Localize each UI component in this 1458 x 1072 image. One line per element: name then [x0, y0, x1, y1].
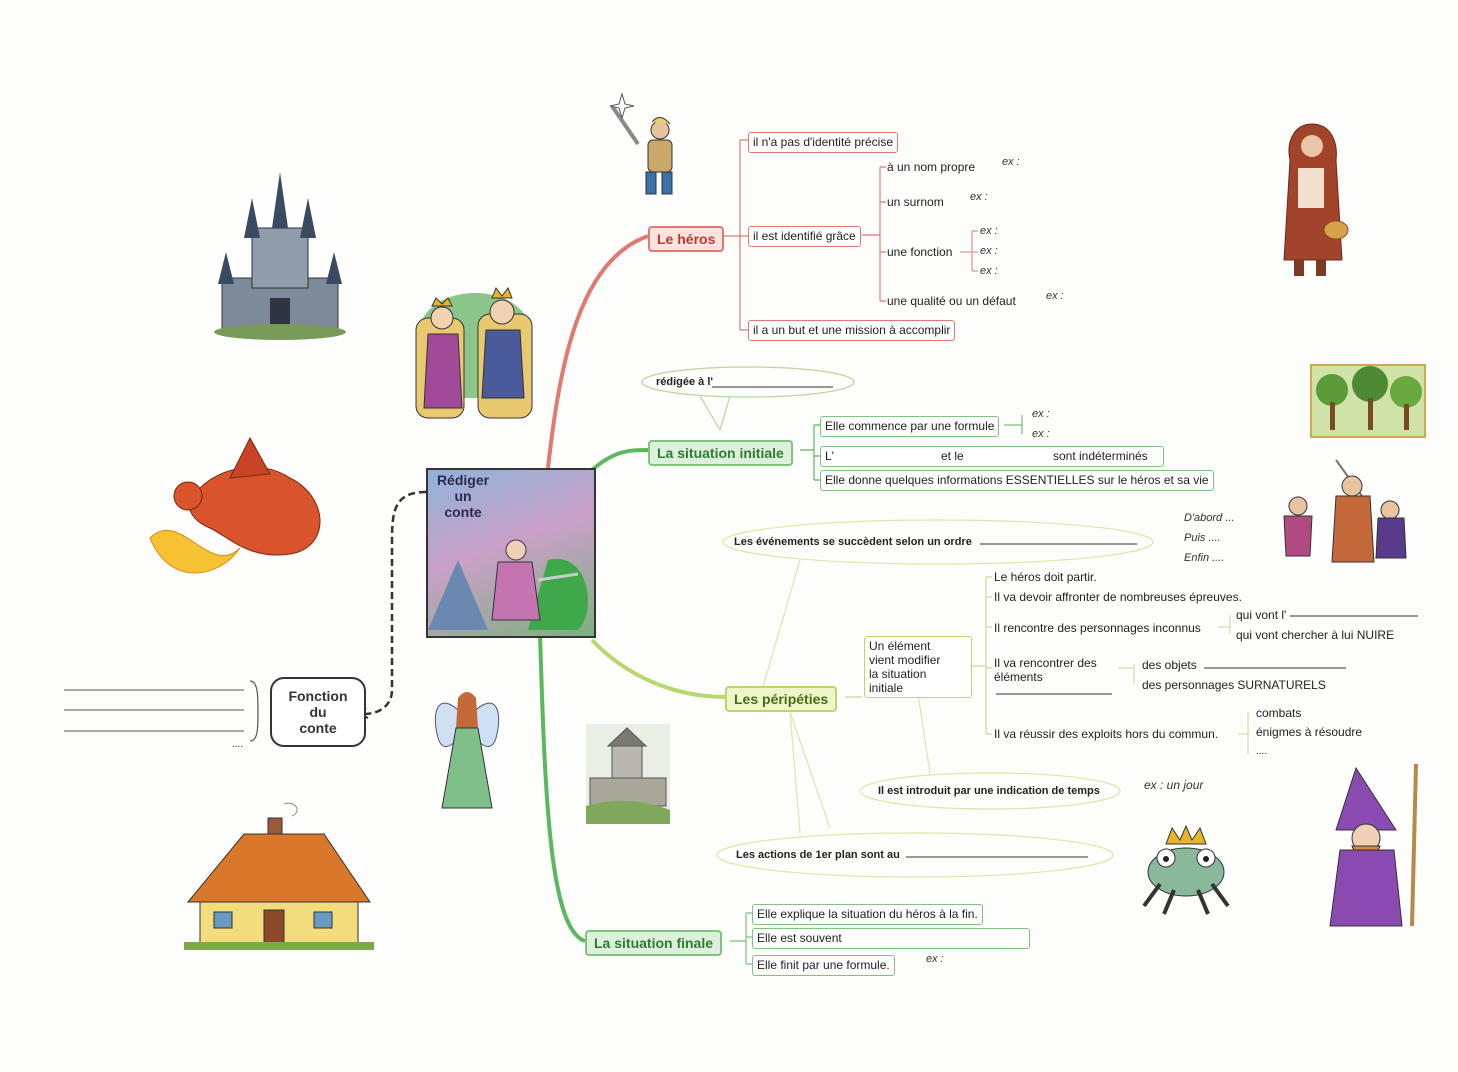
ex-finale: ex :: [926, 953, 944, 965]
fonction-line-2: du: [309, 704, 327, 720]
wizard-image: [1329, 763, 1418, 927]
heros-identifie[interactable]: il est identifié grâce: [748, 226, 861, 247]
ordre-dabord: D'abord ...: [1184, 512, 1235, 524]
initiale-informations[interactable]: Elle donne quelques informations ESSENTI…: [820, 470, 1214, 491]
elements-personnages: des personnages SURNATURELS: [1142, 678, 1326, 692]
castle-image: [214, 172, 346, 340]
element-line-1: Un élément: [869, 639, 931, 653]
heros-fonction: une fonction: [887, 245, 953, 259]
ordre-enfin: Enfin ....: [1184, 552, 1225, 564]
peripetie-exploits: Il va réussir des exploits hors du commu…: [994, 727, 1219, 741]
elements-objets: des objets: [1142, 658, 1197, 672]
peripetie-elements-1: Il va rencontrer des: [994, 656, 1097, 670]
element-line-3: la situation: [869, 667, 927, 681]
cottage-image: [184, 802, 374, 950]
fonction-du-conte-box[interactable]: Fonction du conte: [270, 677, 366, 747]
heros-nom-propre: à un nom propre: [887, 160, 976, 174]
ex-fonction-2: ex :: [980, 245, 998, 257]
ex-surnom: ex :: [970, 191, 988, 203]
peripetie-epreuves: Il va devoir affronter de nombreuses épr…: [994, 590, 1242, 604]
branch-heros[interactable]: Le héros: [648, 226, 725, 252]
fairy-image: [434, 692, 500, 809]
ex-nom-propre: ex :: [1002, 156, 1020, 168]
heros-identite[interactable]: il n'a pas d'identité précise: [748, 132, 898, 153]
peripetie-inconnus: Il rencontre des personnages inconnus: [994, 621, 1201, 635]
branch-situation-finale[interactable]: La situation finale: [585, 930, 723, 956]
inconnus-nuire: qui vont chercher à lui NUIRE: [1236, 628, 1395, 642]
initiale-bubble: rédigée à l': [656, 376, 714, 388]
heros-qualite: une qualité ou un défaut: [887, 294, 1016, 308]
prince-dragon-image: [428, 539, 588, 630]
finale-explique[interactable]: Elle explique la situation du héros à la…: [752, 904, 983, 925]
king-queen-image: [415, 286, 533, 419]
ex-formule-1: ex :: [1032, 408, 1050, 420]
wizard-duel-image: [1283, 459, 1407, 563]
element-modificateur[interactable]: Un élément vient modifier la situation i…: [864, 636, 972, 698]
fonction-line-1: Fonction: [288, 688, 348, 704]
peripeties-actions: Les actions de 1er plan sont au: [736, 849, 900, 861]
fonction-line-3: conte: [299, 720, 337, 736]
finale-formule[interactable]: Elle finit par une formule.: [752, 955, 895, 976]
indetermines-part-c: sont indéterminés: [1053, 449, 1148, 463]
element-line-4: initiale: [869, 681, 904, 695]
frog-prince-image: [1142, 824, 1230, 915]
ex-formule-2: ex :: [1032, 428, 1050, 440]
forest-image: [1310, 364, 1426, 438]
fonction-dots: ....: [232, 739, 244, 750]
peripeties-ordre: Les événements se succèdent selon un ord…: [734, 536, 972, 548]
ex-fonction-3: ex :: [980, 265, 998, 277]
dragon-image: [149, 436, 321, 574]
heros-surnom: un surnom: [887, 195, 944, 209]
peripeties-temps: Il est introduit par une indication de t…: [878, 785, 1100, 797]
temps-exemple: ex : un jour: [1144, 778, 1204, 792]
inconnus-aider: qui vont l': [1236, 608, 1287, 622]
peripetie-partir: Le héros doit partir.: [994, 570, 1097, 584]
exploits-enigmes: énigmes à résoudre: [1256, 725, 1363, 739]
finale-souvent[interactable]: Elle est souvent: [752, 928, 1030, 949]
ex-qualite: ex :: [1046, 290, 1064, 302]
tower-image: [586, 724, 670, 824]
indetermines-part-a: L': [825, 449, 834, 463]
ex-fonction-1: ex :: [980, 225, 998, 237]
exploits-dots: ....: [1256, 746, 1268, 757]
element-line-2: vient modifier: [869, 653, 941, 667]
initiale-formule[interactable]: Elle commence par une formule: [820, 416, 1000, 437]
ordre-puis: Puis ....: [1184, 532, 1221, 544]
peripetie-elements-2: éléments: [994, 670, 1043, 684]
exploits-combats: combats: [1256, 706, 1302, 720]
indetermines-part-b: et le: [941, 449, 964, 463]
heros-mission[interactable]: il a un but et une mission à accomplir: [748, 320, 956, 341]
branch-peripeties[interactable]: Les péripéties: [725, 686, 838, 712]
red-riding-hood-image: [1283, 123, 1349, 276]
branch-situation-initiale[interactable]: La situation initiale: [648, 440, 793, 466]
knight-image: [609, 92, 673, 195]
initiale-indetermines[interactable]: L' et le sont indéterminés: [820, 446, 1164, 467]
